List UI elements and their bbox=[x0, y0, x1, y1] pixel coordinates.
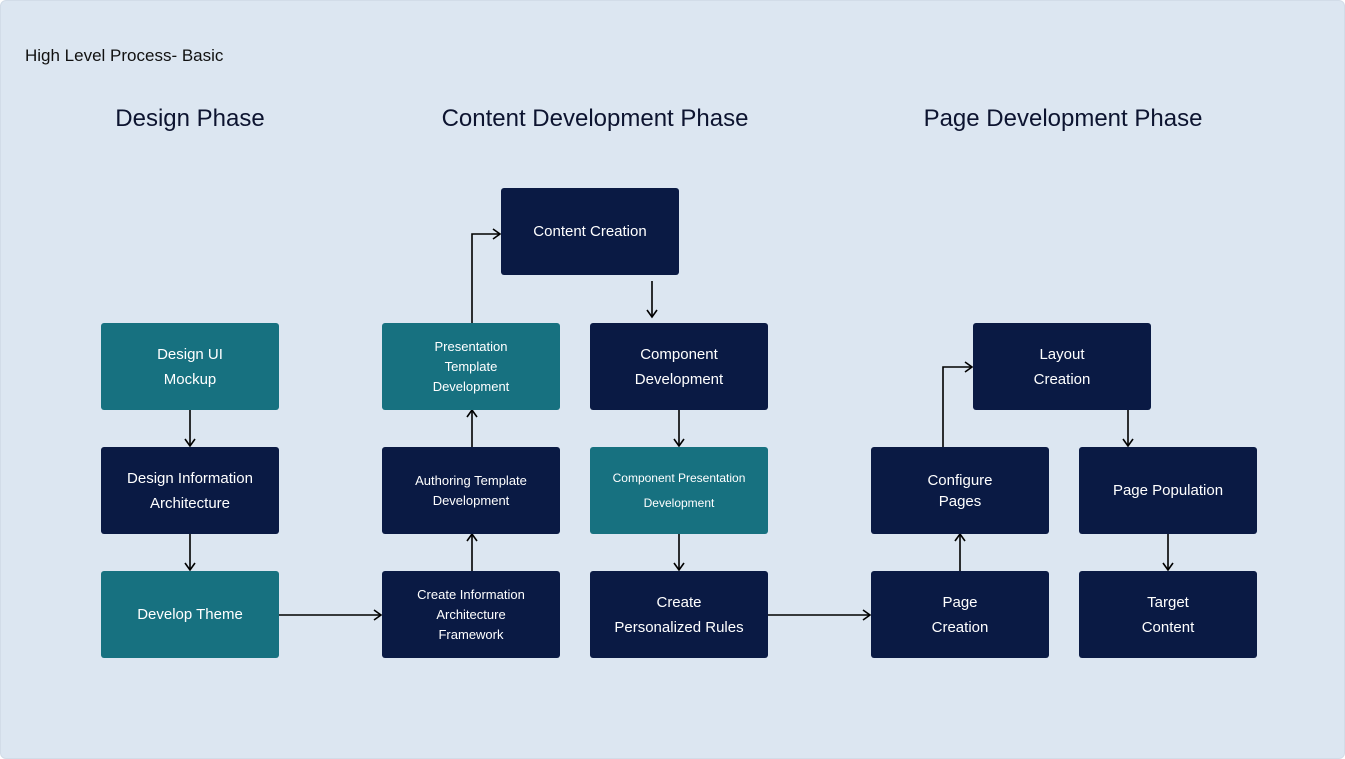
node-label-line: Presentation bbox=[434, 338, 508, 354]
node-label-line: Design UI bbox=[157, 345, 223, 363]
phase-heading-page-development: Page Development Phase bbox=[923, 105, 1203, 132]
node-label-line: Template bbox=[444, 358, 498, 374]
node-label-line: Pages bbox=[938, 492, 982, 510]
edge-configure-pages-to-layout-creation bbox=[942, 361, 974, 448]
node-create-information-architecture-framework: Create Information Architecture Framewor… bbox=[382, 571, 560, 658]
node-design-ui-mockup: Design UI Mockup bbox=[101, 323, 279, 410]
phase-heading-design: Design Phase bbox=[115, 105, 265, 132]
edge-presentation-template-to-content-creation bbox=[471, 228, 502, 324]
node-label-line: Content bbox=[1141, 618, 1195, 636]
node-label-line: Development bbox=[643, 495, 715, 510]
node-label-line: Development bbox=[432, 492, 510, 508]
node-label-line: Architecture bbox=[436, 606, 506, 622]
node-label-line: Framework bbox=[438, 626, 504, 642]
phase-heading-content-development: Content Development Phase bbox=[441, 105, 749, 132]
node-label-line: Target bbox=[1147, 593, 1189, 611]
node-authoring-template-development: Authoring Template Development bbox=[382, 447, 560, 534]
node-label-line: Page Population bbox=[1112, 482, 1224, 499]
node-presentation-template-development: Presentation Template Development bbox=[382, 323, 560, 410]
node-label-line: Configure bbox=[927, 471, 993, 489]
node-label-line: Mockup bbox=[163, 370, 217, 388]
node-label-line: Component bbox=[640, 345, 718, 363]
diagram-title: High Level Process- Basic bbox=[25, 46, 224, 65]
node-component-presentation-development: Component Presentation Development bbox=[590, 447, 768, 534]
node-label-line: Design Information bbox=[127, 469, 253, 487]
node-label-line: Creation bbox=[1033, 370, 1091, 388]
node-label-line: Content Creation bbox=[533, 223, 647, 240]
node-label-line: Personalized Rules bbox=[614, 618, 744, 636]
node-page-creation: Page Creation bbox=[871, 571, 1049, 658]
node-label-line: Development bbox=[634, 370, 724, 388]
node-label-line: Layout bbox=[1039, 345, 1085, 363]
node-content-creation: Content Creation bbox=[501, 188, 679, 275]
node-page-population: Page Population bbox=[1079, 447, 1257, 534]
node-label-line: Page bbox=[942, 593, 978, 611]
node-develop-theme: Develop Theme bbox=[101, 571, 279, 658]
node-label-line: Component Presentation bbox=[612, 470, 746, 485]
node-configure-pages: Configure Pages bbox=[871, 447, 1049, 534]
node-label-line: Creation bbox=[931, 618, 989, 636]
node-label-line: Architecture bbox=[149, 494, 231, 512]
node-label-line: Create bbox=[656, 593, 702, 611]
node-design-information-architecture: Design Information Architecture bbox=[101, 447, 279, 534]
node-label-line: Create Information bbox=[417, 586, 525, 602]
node-label-line: Authoring Template bbox=[415, 472, 527, 488]
node-label-line: Develop Theme bbox=[137, 606, 243, 623]
node-layout-creation: Layout Creation bbox=[973, 323, 1151, 410]
node-target-content: Target Content bbox=[1079, 571, 1257, 658]
node-component-development: Component Development bbox=[590, 323, 768, 410]
node-label-line: Development bbox=[432, 378, 510, 394]
node-create-personalized-rules: Create Personalized Rules bbox=[590, 571, 768, 658]
